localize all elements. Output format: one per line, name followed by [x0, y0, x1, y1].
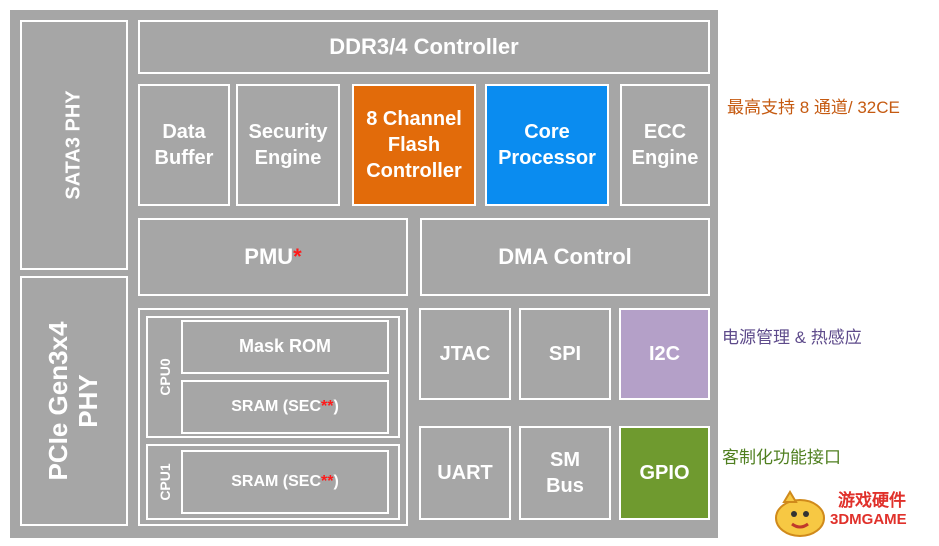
- spi-block: SPI: [519, 308, 611, 400]
- i2c-block: I2C: [619, 308, 710, 400]
- pmu-label: PMU: [244, 243, 294, 269]
- watermark-text-en: 3DMGAME: [830, 511, 907, 528]
- flash-controller-block: 8 Channel Flash Controller: [352, 84, 476, 206]
- custom-interface-note: 客制化功能接口: [722, 448, 841, 467]
- sata3-phy-block: [20, 20, 128, 270]
- ecc-engine-block: ECC Engine: [620, 84, 710, 206]
- channel-support-note: 最高支持 8 通道/ 32CE: [727, 98, 900, 117]
- cpu1-label: CPU1: [156, 463, 173, 501]
- pcie-phy-block: [20, 276, 128, 526]
- ddr-controller-block: DDR3/4 Controller: [138, 20, 710, 74]
- sram-cpu0-label: SRAM (SEC: [231, 397, 321, 415]
- watermark-logo: 游戏硬件 3DMGAME: [770, 484, 930, 540]
- watermark-text-cn: 游戏硬件: [838, 491, 906, 510]
- pmu-asterisk: *: [293, 243, 302, 269]
- cpu0-label: CPU0: [156, 358, 173, 396]
- cpu-memory-region: [138, 308, 408, 526]
- cpu1-group: [146, 444, 400, 520]
- sram-cpu1-block: SRAM (SEC**): [181, 450, 389, 514]
- uart-block: UART: [419, 426, 511, 520]
- sm-bus-block: SM Bus: [519, 426, 611, 520]
- pmu-block: PMU*: [138, 218, 408, 296]
- power-thermal-note: 电源管理 & 热感应: [722, 328, 862, 347]
- sram-cpu1-close: ): [333, 472, 339, 490]
- cpu0-group: [146, 316, 400, 438]
- sram-cpu1-asterisks: **: [321, 472, 334, 490]
- data-buffer-block: Data Buffer: [138, 84, 230, 206]
- sram-cpu0-block: SRAM (SEC**): [181, 380, 389, 434]
- ssd-controller-chip: SATA3 PHY PCIe Gen3x4 PHY DDR3/4 Control…: [10, 10, 718, 538]
- mask-rom-block: Mask ROM: [181, 320, 389, 374]
- dma-control-block: DMA Control: [420, 218, 710, 296]
- sram-cpu0-asterisks: **: [321, 397, 334, 415]
- sram-cpu1-label: SRAM (SEC: [231, 472, 321, 490]
- jtac-block: JTAC: [419, 308, 511, 400]
- security-engine-block: Security Engine: [236, 84, 340, 206]
- mascot-icon: [775, 490, 825, 537]
- sata3-phy-label: SATA3 PHY: [62, 90, 85, 200]
- sram-cpu0-close: ): [333, 397, 339, 415]
- core-processor-block: Core Processor: [485, 84, 609, 206]
- gpio-block: GPIO: [619, 426, 710, 520]
- pcie-phy-label: PCIe Gen3x4 PHY: [43, 321, 103, 481]
